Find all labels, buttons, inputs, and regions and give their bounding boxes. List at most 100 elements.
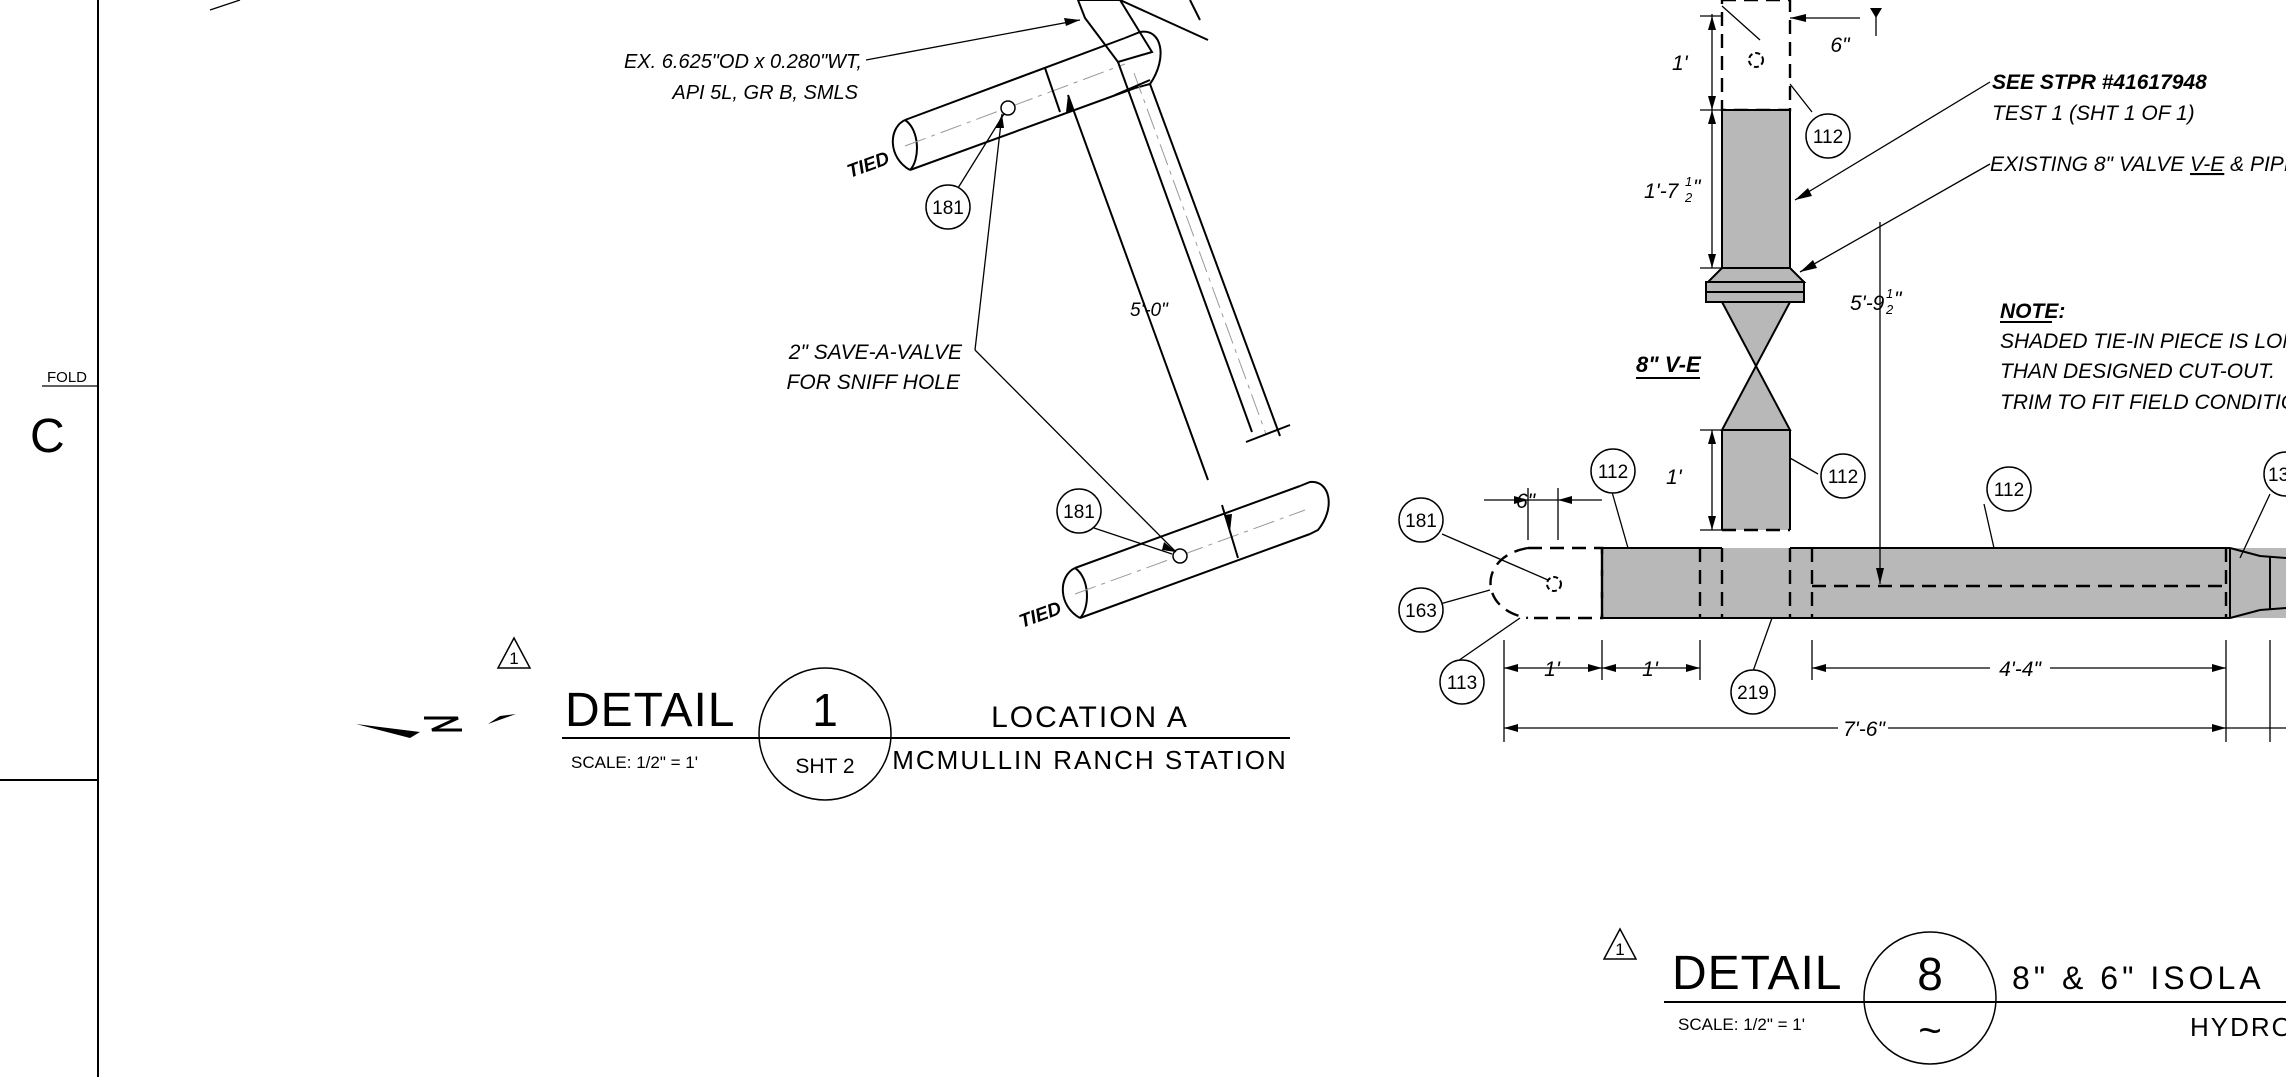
dim-arrow-bottom xyxy=(1224,514,1232,532)
offpage-leader xyxy=(209,0,241,11)
reducer-bottom xyxy=(2229,607,2286,619)
lower-elbow xyxy=(1299,480,1330,535)
existing-valve-label: EXISTING 8" VALVE V-E & PIPI xyxy=(1990,153,2286,176)
dim-bottom-arrow-3 xyxy=(1602,664,1616,672)
bubble-112-run-leader xyxy=(1983,503,1995,549)
bubble-112-run-text: 112 xyxy=(1994,480,2024,501)
dim-top-6-arrow2 xyxy=(1870,8,1882,18)
revision-number-1: 1 xyxy=(509,649,518,668)
pipe-spec-leader xyxy=(865,19,1081,61)
bubble-181-lower: 181 xyxy=(1056,488,1102,534)
detail-1-drawing: EX. 6.625"OD x 0.280"WT, API 5L, GR B, S… xyxy=(209,0,1330,633)
riser-sniff-hole xyxy=(1748,52,1764,68)
bubble-113-text: 113 xyxy=(1447,673,1477,694)
bubble-181-upper: 181 xyxy=(925,184,971,230)
bubble-219-leader xyxy=(1751,617,1773,675)
bubble-181-text: 181 xyxy=(1405,511,1437,532)
bubble-112-left-leader xyxy=(1611,491,1629,549)
riser-right-edge xyxy=(1149,83,1281,437)
dim-top-6: 6" xyxy=(1830,34,1851,57)
branch-shaded xyxy=(1722,430,1790,530)
bubble-lower-leader xyxy=(1093,527,1173,555)
dim-overall-arrow-a xyxy=(1504,724,1518,732)
zone-letter: C xyxy=(30,410,65,463)
dim-bottom-arrow-4 xyxy=(1686,664,1700,672)
lower-pipe-break-right xyxy=(1074,567,1088,619)
dim-bottom-1a: 1' xyxy=(1544,658,1561,681)
dim-drop-frac-den: 2 xyxy=(1885,302,1894,317)
dim-bottom-4-bg xyxy=(1990,654,2050,680)
bubble-112-top-leader xyxy=(1789,83,1813,113)
valve-label-line1: 2" SAVE-A-VALVE xyxy=(788,341,963,364)
valve-tag-label: 8" V-E xyxy=(1636,352,1702,377)
detail-8-title-block: 1 DETAIL SCALE: 1/2" = 1' 8 ~ 8" & 6" IS… xyxy=(1602,927,2286,1065)
dim-arrow-top xyxy=(1066,95,1074,112)
upper-elbow xyxy=(1124,30,1162,89)
bubble-112-top: 112 xyxy=(1805,113,1851,159)
detail-1-number: 1 xyxy=(812,684,838,736)
bubble-13-leader xyxy=(2239,493,2271,559)
upper-pipe-edge xyxy=(1119,0,1209,41)
reducer-top xyxy=(2229,547,2286,559)
detail-1-sheet: SHT 2 xyxy=(795,755,854,778)
note-line-2: THAN DESIGNED CUT-OUT. xyxy=(2000,360,2275,383)
dim-top-6-arrow xyxy=(1790,14,1806,22)
detail-8-circle xyxy=(1863,931,1997,1065)
dim-drop-tail: " xyxy=(1894,288,1903,311)
bubble-13-text: 13 xyxy=(2268,465,2286,486)
detail-1-word: DETAIL xyxy=(565,684,735,737)
dim-top-1: 1' xyxy=(1672,52,1689,75)
existing-cap-break xyxy=(1489,546,1529,620)
riser-top-dashed xyxy=(1720,0,1792,112)
riser-top-leader xyxy=(1721,5,1761,41)
dim-riser-arrow-a xyxy=(1708,110,1716,124)
detail-8-word: DETAIL xyxy=(1672,947,1842,1000)
dim-riser-whole: 1'-7 xyxy=(1644,180,1680,203)
lower-pipe-centerline xyxy=(1074,509,1306,595)
see-stpr-label: SEE STPR #41617948 xyxy=(1992,71,2207,94)
valve-leader-upper xyxy=(974,113,1003,351)
detail-1-location: LOCATION A xyxy=(991,701,1189,734)
bubble-113: 113 xyxy=(1439,659,1485,705)
bubble-112-left-text: 112 xyxy=(1598,462,1628,483)
dim-top-1-arrow-a xyxy=(1708,16,1716,30)
sniff-hole-upper xyxy=(1000,100,1016,116)
valve-arrow-upper xyxy=(996,114,1004,128)
north-arrow-icon xyxy=(356,714,516,738)
dim-overall: 7'-6" xyxy=(1843,718,1886,741)
existing-valve-leader xyxy=(1799,163,1991,273)
dim-left-6-arrow2 xyxy=(1558,496,1572,504)
fold-label: FOLD xyxy=(47,369,87,386)
dim-left-6: 6" xyxy=(1516,490,1537,513)
upper-pipe-top-edge xyxy=(904,37,1126,121)
reducer-shade xyxy=(2230,548,2286,618)
bubble-181-upper-text: 181 xyxy=(932,198,964,219)
dimension-left-line xyxy=(1067,94,1209,481)
upper-pipe-break-right xyxy=(904,119,918,171)
dim-bottom-4-arrow-a xyxy=(1812,664,1826,672)
bubble-181-lower-text: 181 xyxy=(1063,502,1095,523)
bubble-163-text: 163 xyxy=(1405,601,1437,622)
tied-label-upper: TIED xyxy=(845,148,893,183)
dim-length-label: 5'-0" xyxy=(1130,300,1169,321)
riser-weld-bottom xyxy=(1245,424,1291,443)
dim-drop-frac-num: 1 xyxy=(1886,286,1893,301)
valve-arrow-lower xyxy=(1162,542,1176,552)
detail-8-sheet-symbol: ~ xyxy=(1918,1009,1941,1053)
lower-pipe-break-left xyxy=(1061,567,1081,619)
dim-branch-arrow-b xyxy=(1708,516,1716,530)
upper-weld-line xyxy=(1044,67,1061,113)
upper-pipe-bottom-edge xyxy=(909,87,1136,171)
bubble-181-leader xyxy=(1441,533,1549,581)
bubble-112-run: 112 xyxy=(1986,466,2032,512)
upper-pipe-fragment xyxy=(1076,0,1154,64)
note-title: NOTE: xyxy=(2000,300,2065,323)
bubble-13-partial: 13 xyxy=(2263,451,2286,497)
lower-pipe-top-edge xyxy=(1074,485,1301,569)
tied-label-lower: TIED xyxy=(1017,598,1065,633)
upper-dim-tick xyxy=(1189,0,1201,21)
sheet-border: FOLD C xyxy=(0,0,99,1077)
note-line-3: TRIM TO FIT FIELD CONDITIC xyxy=(2000,391,2286,414)
dim-overall-bg xyxy=(1838,714,1888,740)
riser-shaded-piece xyxy=(1722,110,1790,268)
